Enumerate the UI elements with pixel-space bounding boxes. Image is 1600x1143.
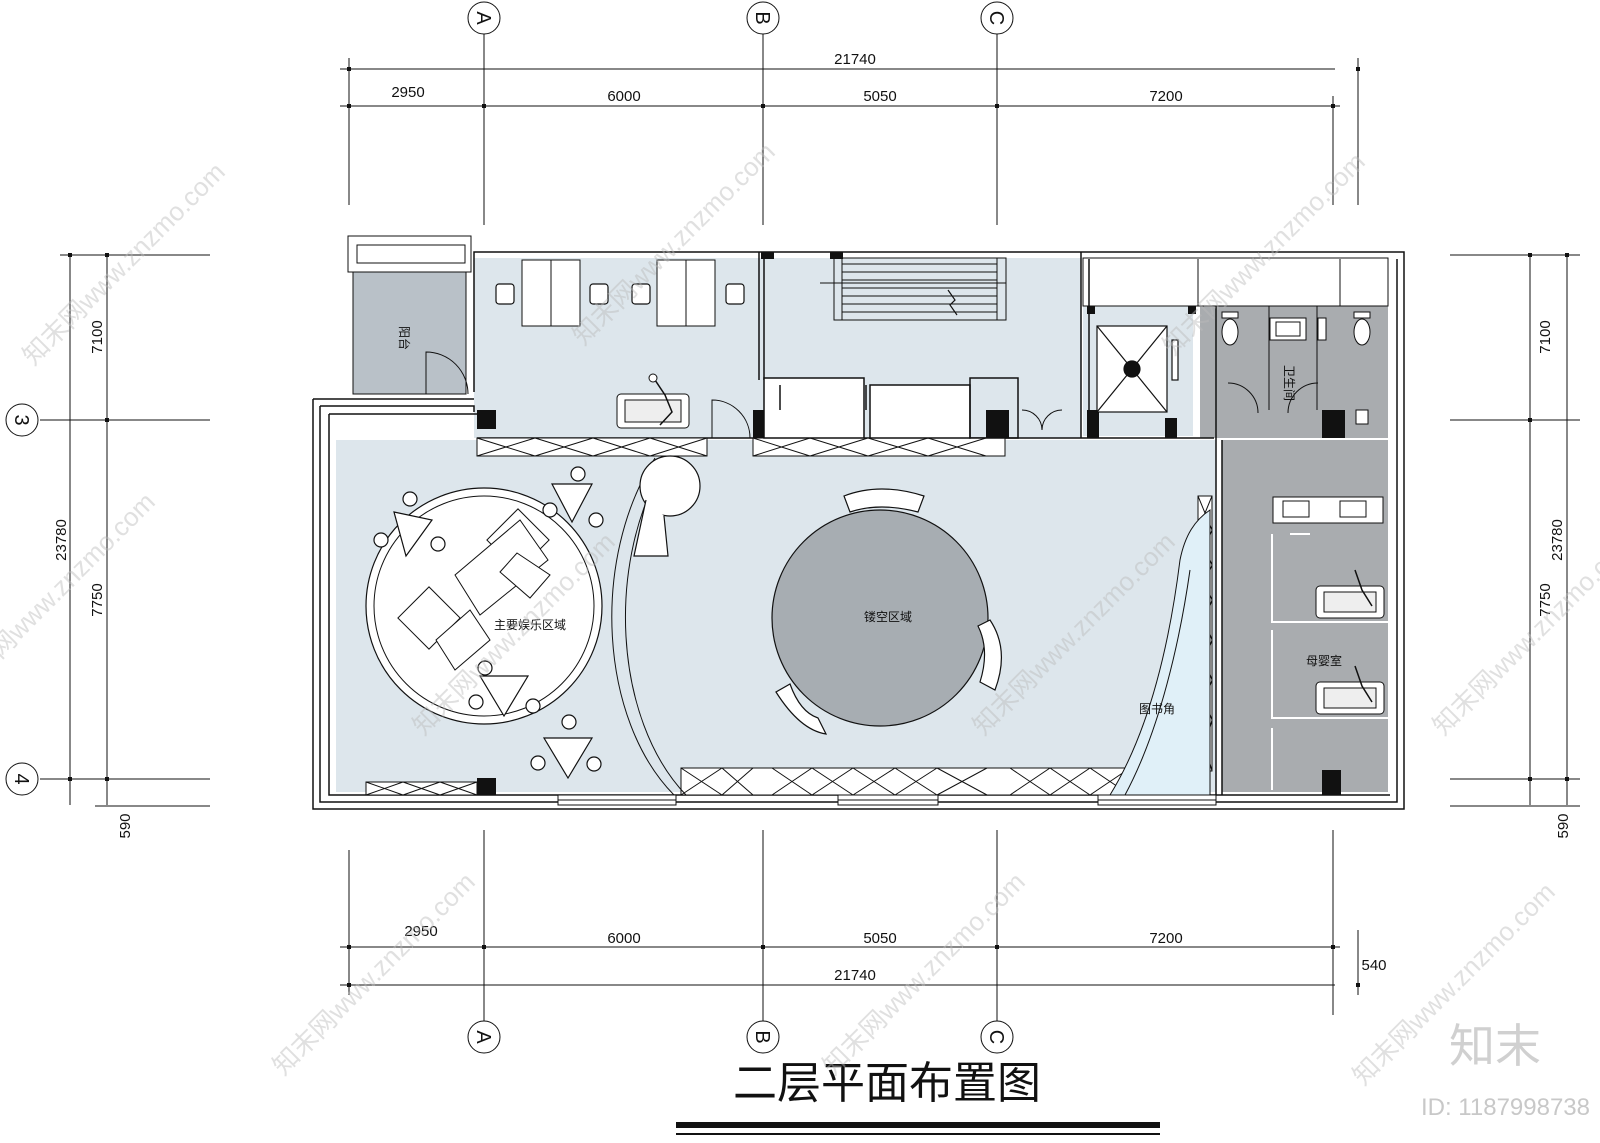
dim-top-seg-2: 6000 [607, 88, 640, 105]
office-desks [521, 259, 716, 327]
dim-right-total: 23780 [1549, 519, 1566, 561]
staircase [820, 257, 1007, 321]
axis-bubble-3: 3 [5, 403, 39, 437]
entertainment-platform [365, 466, 604, 780]
balcony-floor [352, 271, 467, 395]
dim-bottom-total: 21740 [834, 967, 876, 984]
dim-bottom-seg-2: 6000 [607, 930, 640, 947]
dim-right-seg-3: 590 [1555, 813, 1572, 838]
reading-corner-floor [1109, 509, 1211, 796]
dim-bottom-seg-1: 2950 [404, 923, 437, 940]
room-label-reading: 图书角 [1139, 702, 1175, 716]
dim-left-total: 23780 [53, 519, 70, 561]
room-label-hollow: 镂空区域 [864, 610, 912, 624]
restroom-fixtures [1197, 259, 1384, 524]
room-label-nursing: 母婴室 [1306, 653, 1342, 668]
axis-bubble-c-bottom: C [980, 1020, 1014, 1054]
dimension-lines [40, 30, 1580, 1030]
small-booths [763, 377, 1019, 439]
dim-top-total: 21740 [834, 51, 876, 68]
reading-corner-inner-arc [1124, 569, 1191, 796]
service-strip [1082, 257, 1389, 307]
elevator [1096, 325, 1179, 413]
axis-label-a-top: A [472, 11, 494, 25]
dim-top-seg-3: 5050 [863, 88, 896, 105]
room-label-entertainment: 主要娱乐区域 [494, 618, 566, 632]
watermark-1: 知末网www.znzmo.com [16, 156, 230, 370]
dim-left-seg-1: 7100 [89, 320, 106, 353]
room-label-balcony: 阳台 [397, 326, 412, 350]
office-sofa [616, 373, 690, 429]
nursing-cubicles [1271, 533, 1388, 790]
axis-label-b-bottom: B [751, 1030, 773, 1043]
image-id: ID: 1187998738 [1421, 1094, 1590, 1121]
balcony-planter [347, 235, 472, 273]
office-chairs [495, 283, 745, 305]
dim-bottom-seg-3: 5050 [863, 930, 896, 947]
axis-label-c-bottom: C [985, 1030, 1007, 1044]
axis-bubble-c-top: C [980, 1, 1014, 35]
drawing-title: 二层平面布置图 [733, 1058, 1041, 1109]
nursing-sofas [1315, 569, 1385, 715]
dim-right-seg-2: 7750 [1537, 583, 1554, 616]
axis-bubble-b-top: B [746, 1, 780, 35]
dim-left-seg-3: 590 [117, 813, 134, 838]
axis-bubble-a-top: A [467, 1, 501, 35]
dim-top-seg-4: 7200 [1149, 88, 1182, 105]
dim-left-seg-2: 7750 [89, 583, 106, 616]
axis-label-a-bottom: A [472, 1030, 494, 1044]
title-underline-thin [676, 1133, 1160, 1135]
axis-label-3: 3 [10, 414, 32, 425]
round-reception [633, 455, 701, 557]
axis-label-4: 4 [10, 773, 32, 784]
room-label-toilet: 卫生间 [1282, 365, 1296, 401]
balcony-planter-inner [356, 244, 466, 264]
watermark-8: 知末网www.znzmo.com [266, 866, 480, 1080]
brand-logo-text: 知末 [1449, 1019, 1541, 1073]
dim-right-seg-1: 7100 [1537, 320, 1554, 353]
axis-label-b-top: B [751, 11, 773, 24]
dim-bottom-offset: 540 [1361, 957, 1386, 974]
watermark-7: 知末网www.znzmo.com [1426, 526, 1600, 740]
dim-top-seg-1: 2950 [391, 84, 424, 101]
hollow-area [771, 488, 1003, 735]
axis-bubble-b-bottom: B [746, 1020, 780, 1054]
axis-label-c-top: C [985, 11, 1007, 25]
axis-bubble-4: 4 [5, 762, 39, 796]
dimension-ticks [68, 67, 1569, 987]
windows [557, 794, 1217, 806]
axis-bubble-a-bottom: A [467, 1020, 501, 1054]
watermark-4: 知末网www.znzmo.com [0, 486, 161, 700]
door-swings [425, 351, 1319, 439]
wall-cabinets [365, 437, 1213, 796]
title-underline-thick [676, 1122, 1160, 1128]
dim-bottom-seg-4: 7200 [1149, 930, 1182, 947]
